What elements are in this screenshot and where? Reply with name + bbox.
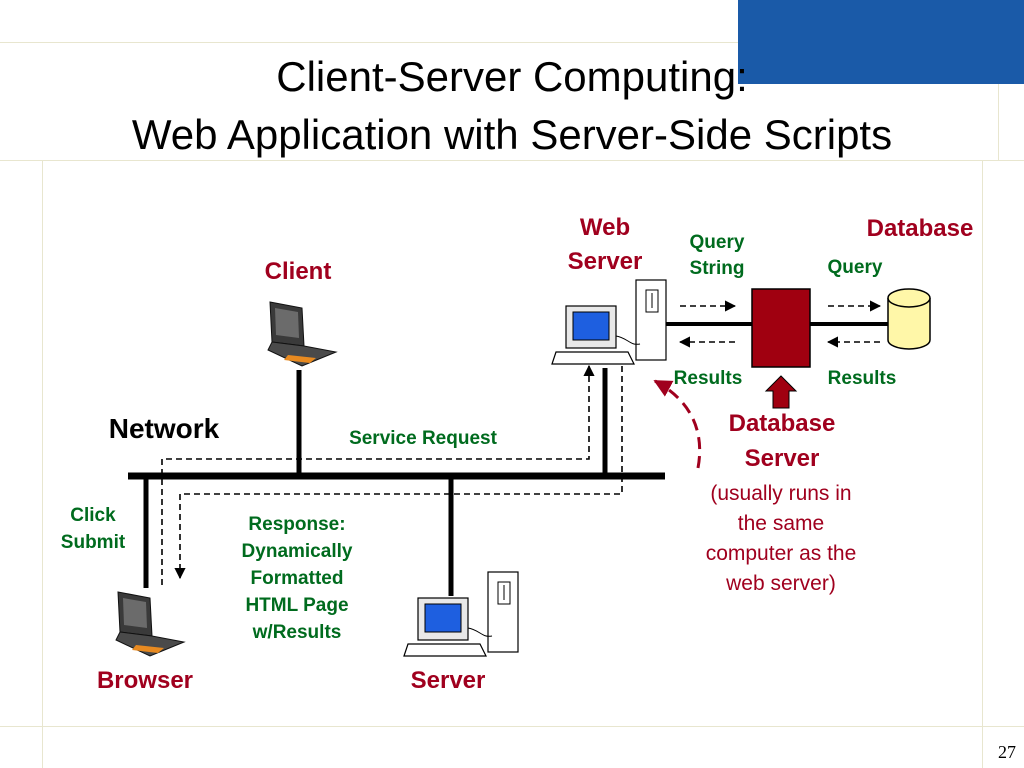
click-submit-label-line-1: Click — [70, 505, 116, 526]
query-string-label-line-2: String — [689, 258, 745, 279]
response-label-line-5: w/Results — [252, 622, 342, 643]
guide-line — [0, 42, 1024, 43]
laptop-icon — [115, 591, 186, 657]
slide-title-line-1: Client-Server Computing: — [276, 53, 748, 100]
query-string-label-line-1: Query — [689, 232, 745, 253]
service-request-label: Service Request — [349, 428, 497, 449]
desktop-computer-icon — [403, 571, 519, 657]
database-cylinder-icon — [887, 288, 931, 350]
results-left-label: Results — [673, 368, 743, 389]
db-server-box — [751, 288, 811, 368]
guide-line — [982, 160, 983, 768]
browser-label: Browser — [96, 667, 194, 694]
web-server-label-line-2: Server — [567, 248, 643, 275]
guide-line — [0, 726, 1024, 727]
web-server-label-line-1: Web — [579, 214, 631, 241]
guide-line — [0, 160, 1024, 161]
up-arrow-icon — [764, 375, 798, 409]
db-note-line-1: (usually runs in — [710, 482, 852, 505]
server-label: Server — [410, 667, 486, 694]
query-label: Query — [827, 257, 883, 278]
db-note-line-3: computer as the — [705, 542, 857, 565]
database-label: Database — [866, 215, 974, 242]
corner-decoration — [738, 0, 1024, 84]
response-path — [174, 366, 623, 580]
client-label: Client — [264, 258, 332, 285]
click-submit-label-line-2: Submit — [60, 532, 126, 553]
response-label-line-1: Response: — [248, 514, 346, 535]
desktop-computer-icon — [551, 279, 667, 365]
service-request-path — [161, 364, 595, 585]
network-label: Network — [108, 413, 220, 444]
db-note-line-4: web server) — [726, 572, 836, 595]
response-label-line-4: HTML Page — [245, 595, 349, 616]
response-label-line-2: Dynamically — [241, 541, 353, 562]
laptop-icon — [267, 301, 338, 367]
results-right-label: Results — [827, 368, 897, 389]
slide-title-line-2: Web Application with Server-Side Scripts — [131, 111, 893, 158]
db-server-label-line-1: Database — [728, 410, 836, 437]
page-number: 27 — [998, 742, 1016, 762]
db-note-arrow — [653, 379, 702, 469]
guide-line — [42, 160, 43, 768]
db-note-line-2: the same — [737, 512, 825, 535]
response-label-line-3: Formatted — [250, 568, 344, 589]
db-server-label-line-2: Server — [744, 445, 820, 472]
